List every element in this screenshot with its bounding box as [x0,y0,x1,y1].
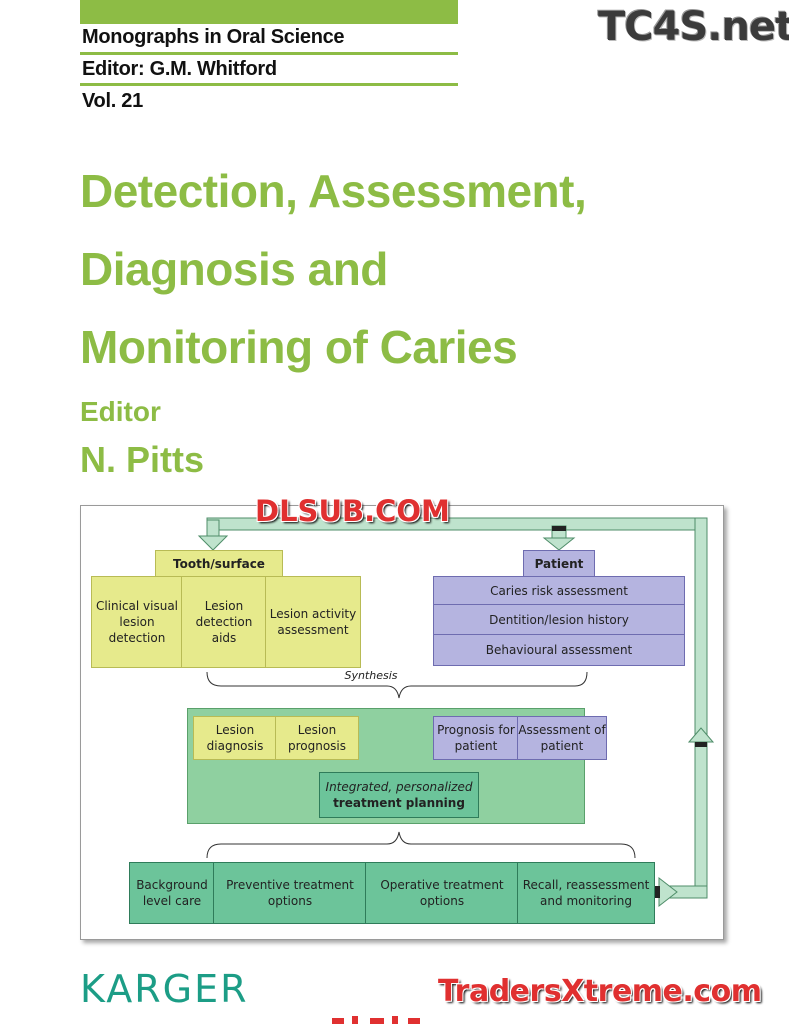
watermark-dlsub: DLSUB.COM [255,494,450,528]
tooth-box-activity: Lesion activity assessment [265,576,361,668]
series-editor: Editor: G.M. Whitford [82,58,277,80]
integrated-line2: treatment planning [333,796,465,810]
up-arrow-notch [695,742,707,747]
integrated-line1: Integrated, personalized [325,779,473,794]
editor-name: N. Pitts [80,439,205,480]
editor-label: Editor [80,396,161,427]
bottom-box-recall: Recall, reassessment and monitoring [517,862,655,924]
book-title-line2: Diagnosis and [80,243,388,295]
right-loop-band [694,517,708,899]
left-drop-stem [206,519,220,537]
lesion-diagnosis-box: Lesion diagnosis [193,716,277,760]
prognosis-patient-box: Prognosis for patient [433,716,519,760]
caries-diagram: Tooth/surface Patient Clinical visual le… [80,505,724,940]
arrow-to-patient [542,537,576,551]
patient-box-behaviour: Behavioural assessment [433,634,685,666]
watermark-tradersxtreme: TradersXtreme.com [438,974,762,1009]
synthesis-brace [206,671,588,699]
watermark-tc4s: TC4S.net [598,4,789,50]
patient-box-risk: Caries risk assessment [433,576,685,606]
publisher-logo: KARGER [80,967,249,1011]
bottom-box-background: Background level care [129,862,215,924]
patient-box-history: Dentition/lesion history [433,604,685,636]
series-name: Monographs in Oral Science [82,26,345,48]
right-drop-notch [552,526,566,531]
header-divider-1 [80,52,458,55]
red-text-fragment [332,1016,420,1024]
book-title-line1: Detection, Assessment, [80,165,587,217]
patient-header: Patient [523,550,595,578]
tooth-box-clinical: Clinical visual lesion detection [91,576,183,668]
bottom-box-operative: Operative treatment options [365,862,519,924]
synthesis-label: Synthesis [344,668,398,682]
arrow-into-recall [658,876,678,908]
assessment-patient-box: Assessment of patient [517,716,607,760]
header-divider-2 [80,83,458,86]
lesion-prognosis-box: Lesion prognosis [275,716,359,760]
bottom-box-preventive: Preventive treatment options [213,862,367,924]
recall-arrow-notch [654,886,660,898]
integrated-planning-box: Integrated, personalized treatment plann… [319,772,479,818]
volume-number: Vol. 21 [82,90,143,112]
book-title-line3: Monitoring of Caries [80,321,518,373]
top-green-bar [80,0,458,24]
arrow-to-tooth [197,535,229,551]
tooth-surface-header: Tooth/surface [155,550,283,578]
bottom-brace [206,831,636,859]
tooth-box-detection-aids: Lesion detection aids [181,576,267,668]
up-arrow [687,727,715,743]
